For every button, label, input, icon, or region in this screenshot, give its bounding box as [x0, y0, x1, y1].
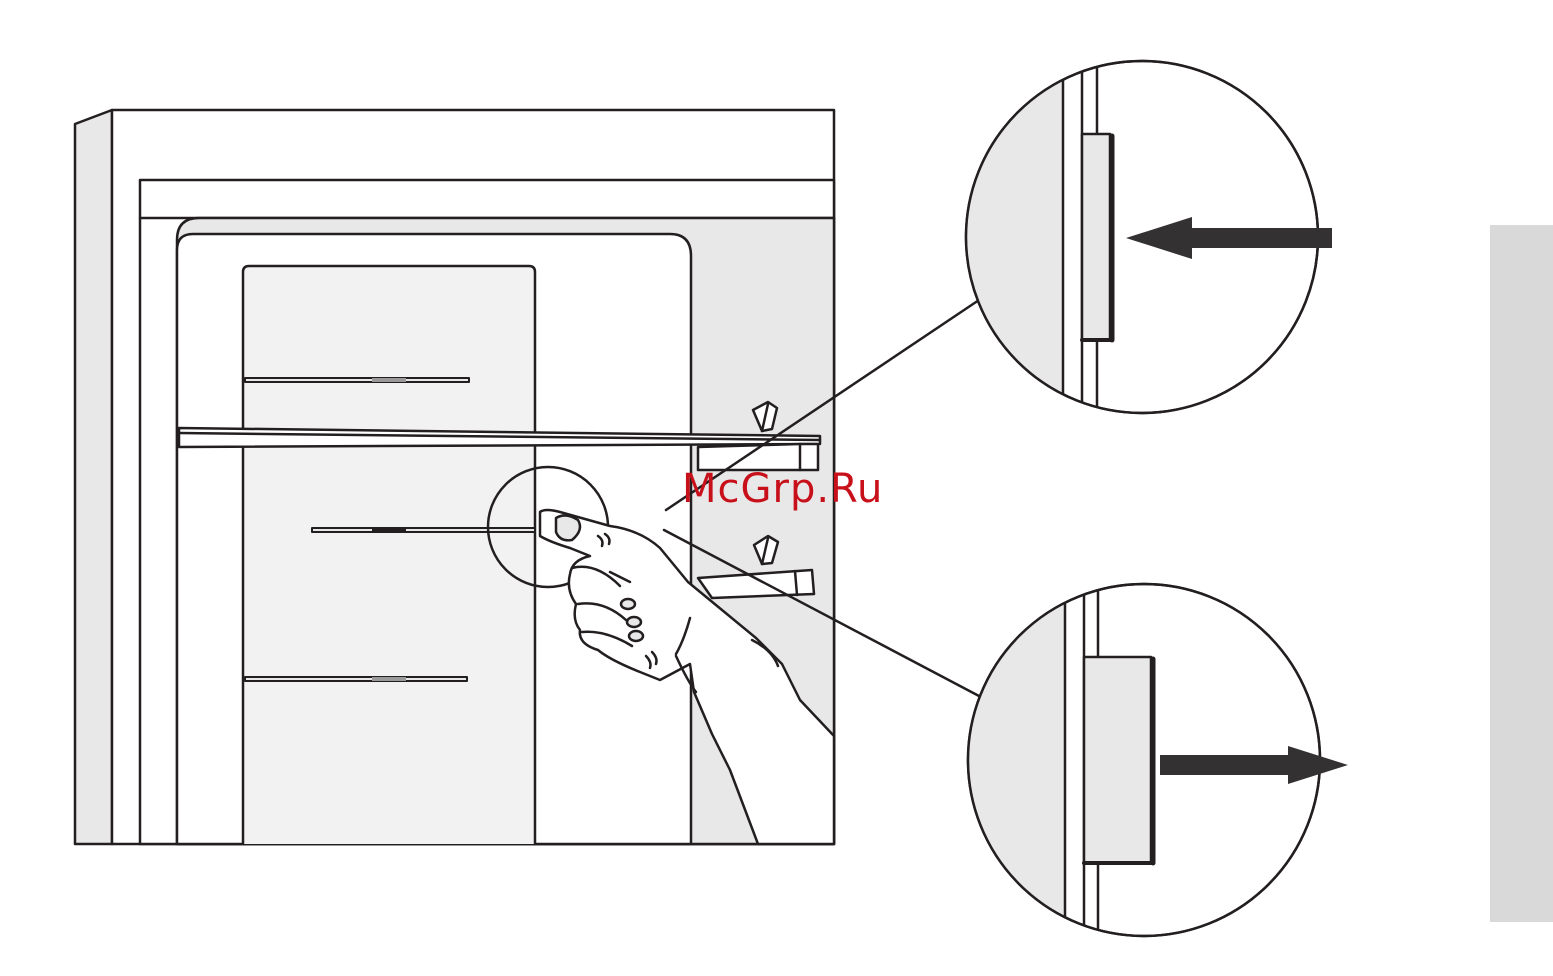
back-panel	[243, 266, 535, 844]
side-tab	[1490, 225, 1553, 922]
